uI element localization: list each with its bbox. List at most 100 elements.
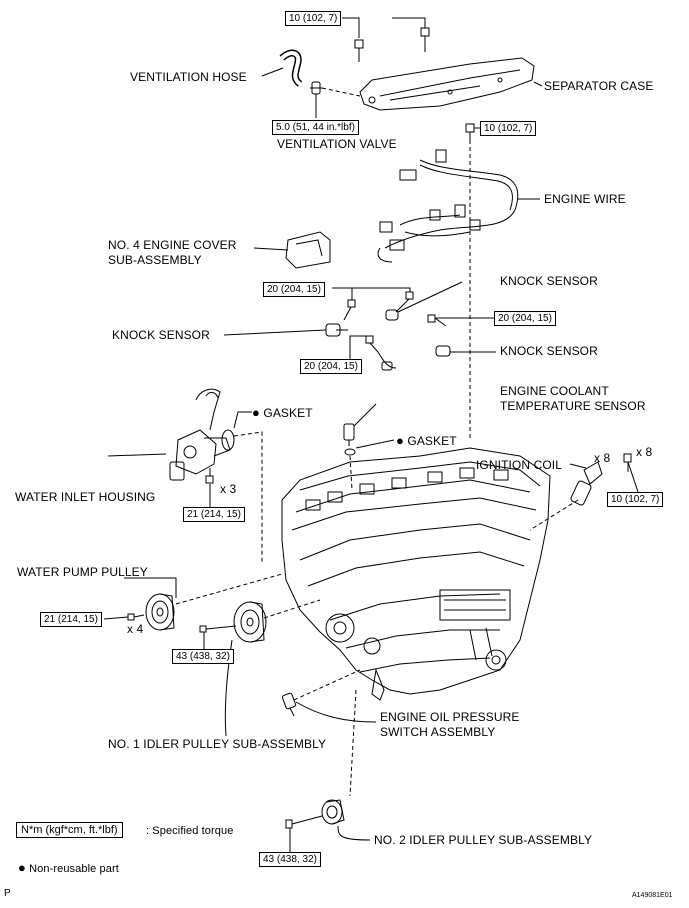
torque-no2-idler: 43 (438, 32)	[259, 852, 321, 867]
engine-block	[281, 447, 551, 701]
dash-idler1-to-engine	[263, 599, 321, 619]
bolt-knock-mid	[427, 314, 447, 327]
torque-knock-right: 20 (204, 15)	[494, 311, 556, 326]
leader-water-inlet-housing	[107, 453, 167, 457]
qty-water-inlet-bolts: x 3	[220, 482, 237, 496]
torque-engine-wire: 10 (102, 7)	[480, 121, 537, 136]
dash-idler2-to-engine	[349, 689, 357, 797]
leader-knock-bottom-torque	[349, 335, 366, 360]
dash-pump-to-engine	[175, 573, 283, 605]
label-oil-pressure-line1: ENGINE OIL PRESSURE	[380, 710, 520, 724]
knock-sensor-upper	[385, 309, 399, 321]
bolt-sep-case-left	[354, 39, 364, 62]
ventilation-valve	[310, 81, 322, 95]
gasket-coolant-sensor	[344, 448, 356, 456]
torque-separator-case: 10 (102, 7)	[285, 11, 342, 26]
bolt-water-inlet	[205, 468, 214, 484]
label-ventilation-valve: VENTILATION VALVE	[277, 137, 397, 151]
bolt-engine-wire	[465, 123, 475, 140]
label-knock-sensor-upper: KNOCK SENSOR	[500, 274, 598, 288]
label-knock-sensor-lower: KNOCK SENSOR	[500, 344, 598, 358]
leader-water-pump-torque	[103, 616, 129, 620]
ignition-coil	[570, 461, 603, 506]
bolt-no2-idler	[285, 815, 323, 829]
gasket-water-inlet	[221, 429, 235, 451]
knock-sensor-wire-lower	[377, 351, 397, 371]
leader-gasket-b	[355, 439, 395, 449]
leader-ignition-torque	[627, 461, 639, 493]
engine-wire-harness	[377, 149, 519, 263]
leader-knock-top-left	[332, 287, 353, 300]
label-ventilation-hose: VENTILATION HOSE	[130, 70, 247, 84]
label-oil-pressure-line2: SWITCH ASSEMBLY	[380, 725, 496, 739]
no4-engine-cover	[285, 231, 331, 269]
bolt-knock-left	[343, 299, 356, 321]
label-no1-idler: NO. 1 IDLER PULLEY SUB-ASSEMBLY	[108, 737, 327, 751]
bolt-ignition-coil	[623, 453, 632, 472]
label-coolant-temp-line1: ENGINE COOLANT	[500, 384, 609, 398]
label-gasket-b: ● GASKET	[396, 433, 457, 449]
legend-torque-unit: N*m (kgf*cm, ft.*lbf)	[16, 822, 123, 838]
torque-knock-top: 20 (204, 15)	[263, 282, 325, 297]
qty-ignition-coil: x 8	[594, 451, 611, 465]
leader-water-pump-pulley	[124, 577, 177, 598]
knock-sensor-left	[325, 323, 348, 337]
label-water-pump-pulley: WATER PUMP PULLEY	[17, 565, 148, 579]
bolt-water-pump	[127, 613, 145, 621]
leader-no2-idler	[337, 825, 371, 841]
leader-knock-sensor-upper	[397, 281, 463, 313]
label-ignition-coil: IGNITION COIL	[476, 458, 562, 472]
leader-sep-case-bolt-right	[392, 17, 426, 28]
footer-left-mark: P	[4, 888, 11, 899]
label-separator-case: SEPARATOR CASE	[544, 79, 654, 93]
gasket-b-text: GASKET	[407, 434, 457, 448]
non-reusable-dot-icon: ●	[396, 433, 404, 448]
label-coolant-temp-line2: TEMPERATURE SENSOR	[500, 399, 646, 413]
no1-idler-pulley	[233, 601, 267, 643]
leader-oil-pressure-switch	[295, 701, 377, 723]
bolt-no1-idler	[199, 625, 237, 633]
no2-idler-pulley	[321, 799, 345, 825]
knock-sensor-lower	[435, 345, 451, 357]
label-engine-wire: ENGINE WIRE	[544, 192, 626, 206]
leader-knock-sensor-left	[223, 329, 327, 336]
oil-pressure-switch	[281, 692, 297, 717]
legend-non-reusable-text: Non-reusable part	[29, 863, 119, 875]
water-inlet-housing	[169, 388, 231, 481]
leader-ignition-coil	[569, 463, 587, 469]
torque-ventilation-valve: 5.0 (51, 44 in.*lbf)	[272, 120, 359, 135]
coolant-temp-sensor	[343, 423, 355, 446]
leader-separator-case	[533, 81, 543, 87]
torque-knock-bottom: 20 (204, 15)	[300, 359, 362, 374]
label-knock-sensor-left: KNOCK SENSOR	[112, 328, 210, 342]
label-no4-engine-cover-line2: SUB-ASSEMBLY	[108, 253, 202, 267]
torque-ignition-coil: 10 (102, 7)	[607, 492, 664, 507]
label-no2-idler: NO. 2 IDLER PULLEY SUB-ASSEMBLY	[374, 833, 593, 847]
dash-coolant-to-engine	[349, 455, 353, 491]
non-reusable-dot-icon: ●	[18, 860, 26, 875]
water-pump-pulley	[145, 593, 175, 631]
torque-water-inlet: 21 (214, 15)	[183, 507, 245, 522]
leader-gasket-a	[233, 411, 252, 429]
qty-water-pump-bolts: x 4	[127, 622, 144, 636]
bolt-knock-right	[395, 291, 414, 313]
torque-water-pump: 21 (214, 15)	[40, 612, 102, 627]
qty-ignition-coil-bolts: x 8	[636, 445, 653, 459]
leader-ventilation-hose	[261, 67, 284, 77]
leader-coolant-temp-sensor	[353, 403, 377, 427]
separator-case	[359, 57, 535, 111]
ventilation-hose-inner	[280, 51, 302, 86]
leader-sep-case-bolt-left	[342, 17, 360, 38]
legend-torque-desc: : Specified torque	[146, 825, 234, 837]
label-gasket-a: ● GASKET	[252, 405, 313, 421]
figure-code: A149081E01	[632, 892, 673, 899]
gasket-a-text: GASKET	[263, 406, 313, 420]
legend-non-reusable: ● Non-reusable part	[18, 860, 119, 877]
non-reusable-dot-icon: ●	[252, 405, 260, 420]
leader-knock-top-right	[352, 287, 411, 292]
dash-inlet-to-engine	[233, 431, 263, 562]
dash-coil-to-engine	[529, 499, 579, 531]
dash-valve-to-case	[321, 87, 361, 97]
